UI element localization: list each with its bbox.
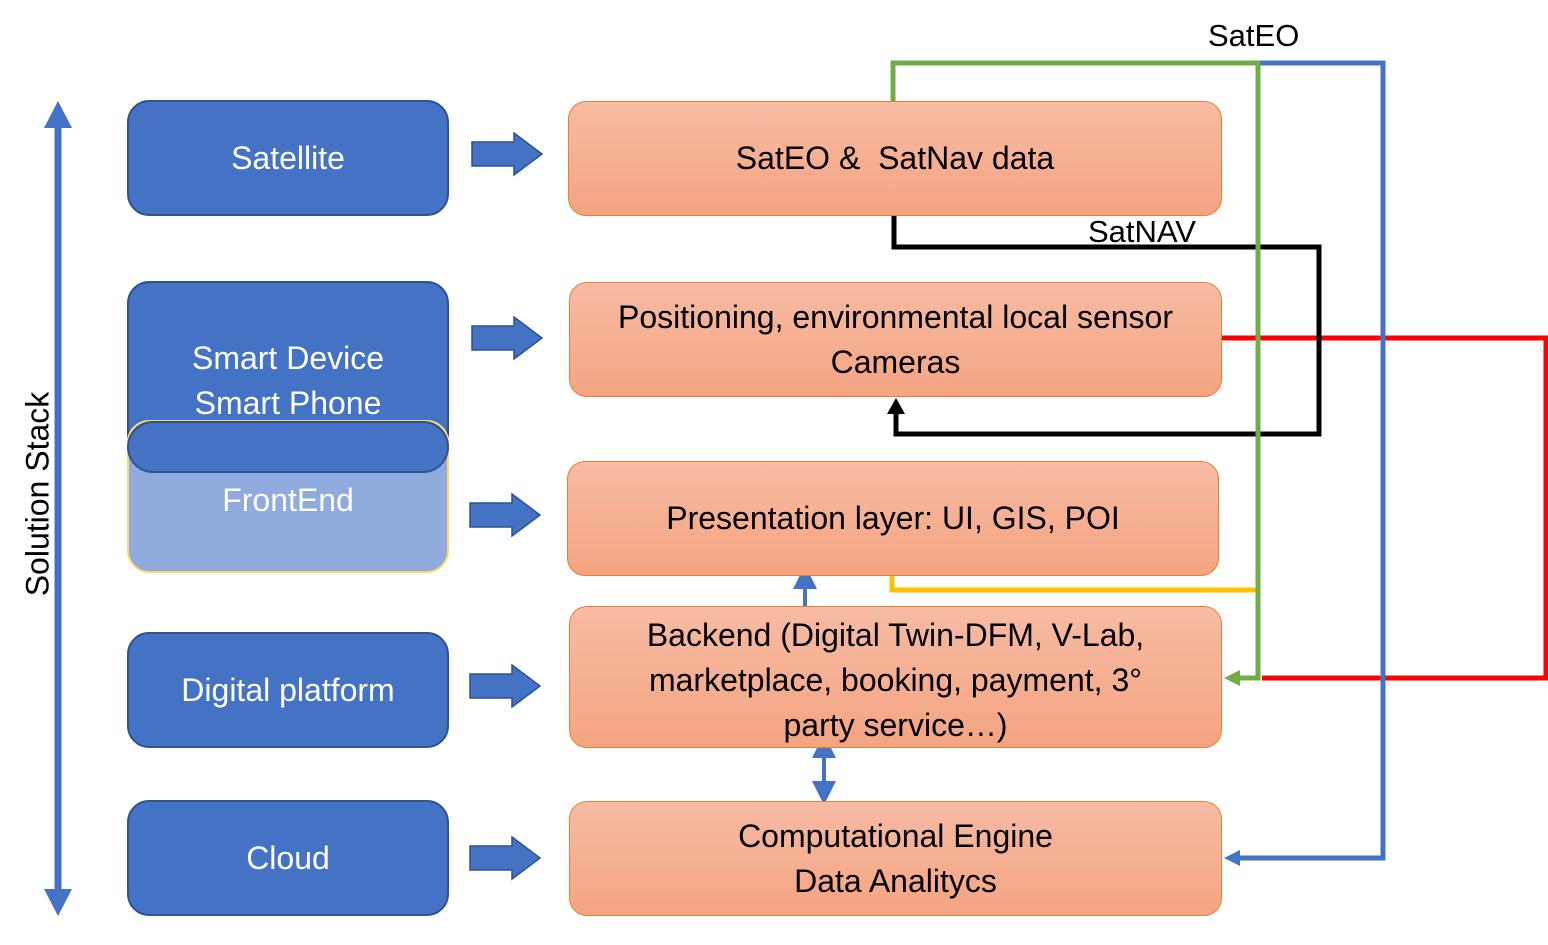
layer-digital-platform-label: Digital platform <box>181 671 395 708</box>
component-positioning-line-1: Positioning, environmental local sensor <box>618 298 1173 335</box>
component-computational: Computational Engine Data Analitycs <box>569 801 1222 916</box>
block-arrow-smart-device <box>471 315 544 361</box>
component-backend-line-1: Backend (Digital Twin-DFM, V-Lab, <box>646 617 1145 653</box>
layer-frontend-cap <box>127 421 449 473</box>
component-backend: Backend (Digital Twin-DFM, V-Lab, market… <box>569 606 1222 748</box>
layer-smart-device-line-1: Smart Device <box>191 340 385 376</box>
component-positioning: Positioning, environmental local sensor … <box>569 282 1222 397</box>
layer-cloud: Cloud <box>127 800 449 916</box>
component-positioning-line-2: Cameras <box>830 343 961 380</box>
component-presentation-line-1: Presentation layer: UI, GIS, POI <box>666 500 1120 536</box>
block-arrow-satellite <box>471 131 544 177</box>
component-sat-data: SatEO & SatNav data <box>568 101 1222 216</box>
presentation-to-backend-line <box>889 576 1258 593</box>
sateo-label: SatEO <box>1208 18 1300 53</box>
sateo-cloud-arrowhead <box>1224 850 1240 866</box>
block-arrow-cloud <box>469 835 542 881</box>
component-computational-line-1: Computational Engine <box>738 817 1053 854</box>
block-arrow-digital-platform <box>469 663 542 709</box>
component-backend-line-2: marketplace, booking, payment, 3° <box>648 662 1143 698</box>
solution-stack-arrow <box>44 101 72 916</box>
layer-digital-platform: Digital platform <box>127 632 449 748</box>
layer-frontend-label: FrontEnd <box>222 482 354 518</box>
sateo-backend-arrowhead <box>1224 670 1240 686</box>
sateo-backend-line <box>890 60 1261 681</box>
satnav-arrowhead <box>887 398 905 414</box>
sateo-cloud-line <box>1240 60 1386 861</box>
component-computational-line-2: Data Analitycs <box>794 862 997 899</box>
satnav-label: SatNAV <box>1088 214 1196 249</box>
layer-cloud-label: Cloud <box>246 839 330 876</box>
layer-satellite-label: Satellite <box>231 139 345 176</box>
component-backend-line-3: party service…) <box>783 707 1008 743</box>
satnav-line <box>891 216 1322 437</box>
block-arrow-frontend <box>469 492 542 538</box>
component-presentation: Presentation layer: UI, GIS, POI <box>567 461 1219 576</box>
layer-satellite: Satellite <box>127 100 449 216</box>
component-sat-data-line-1: SatEO & SatNav data <box>735 140 1055 176</box>
layer-smart-device-line-2: Smart Phone <box>194 385 382 421</box>
